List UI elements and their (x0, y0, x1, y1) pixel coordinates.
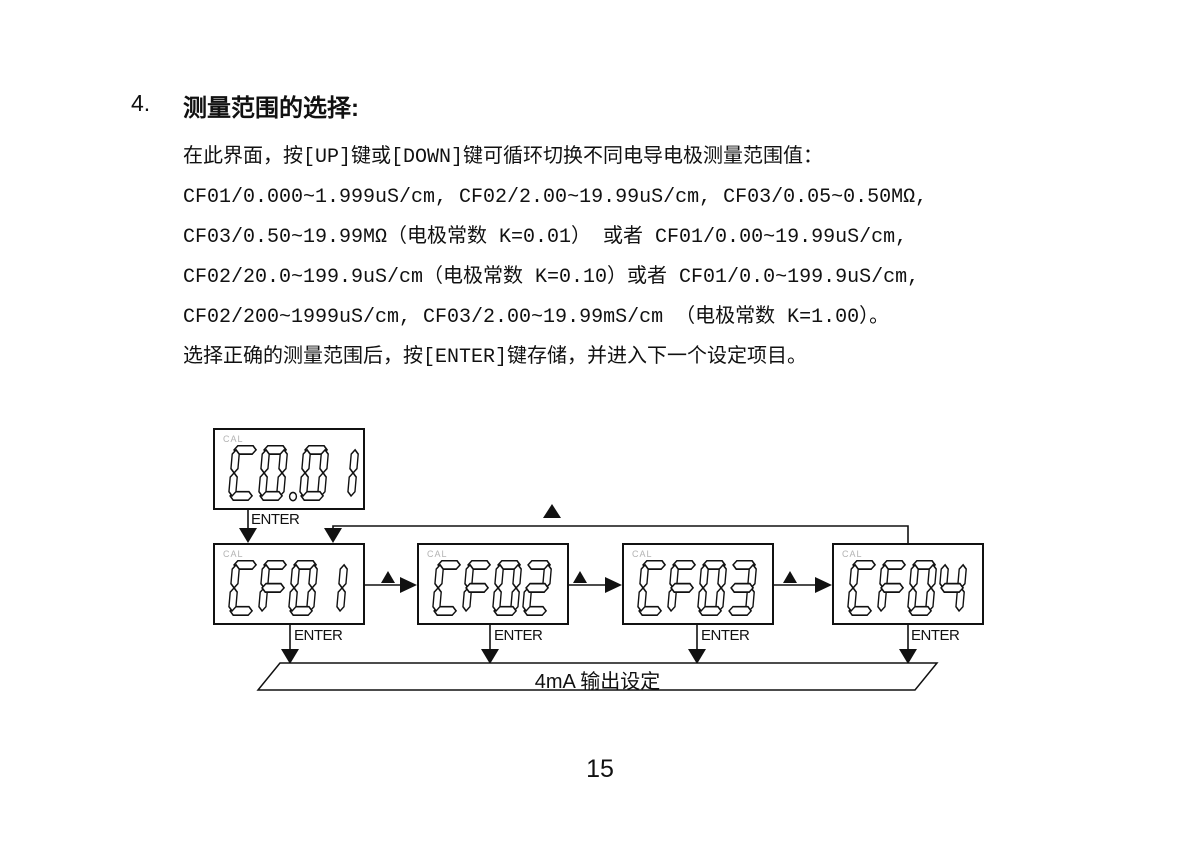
down-arrowhead (899, 649, 917, 664)
up-key-icon (381, 571, 395, 583)
cal-indicator: CAL (223, 434, 244, 444)
lcd-display-cf02: CAL (417, 543, 569, 625)
paragraph-line: CF02/20.0~199.9uS/cm（电极常数 K=0.10）或者 CF01… (183, 266, 920, 289)
seven-segment-value (635, 559, 757, 622)
section-title: 测量范围的选择: (183, 95, 359, 122)
paragraph-line: CF02/200~1999uS/cm, CF03/2.00~19.99mS/cm… (183, 306, 890, 329)
up-key-icon (783, 571, 797, 583)
lcd-display-cf01: CAL (213, 543, 365, 625)
right-arrowhead (400, 577, 417, 593)
enter-key-label: ENTER (494, 627, 543, 644)
cal-indicator: CAL (842, 549, 863, 559)
output-step-label: 4mA 输出设定 (534, 671, 661, 693)
down-arrowhead (281, 649, 299, 664)
down-arrowhead (481, 649, 499, 664)
right-arrowhead (815, 577, 832, 593)
lcd-display-cf03: CAL (622, 543, 774, 625)
page-number: 15 (586, 755, 614, 783)
enter-key-label: ENTER (701, 627, 750, 644)
paragraph-line: CF01/0.000~1.999uS/cm, CF02/2.00~19.99uS… (183, 186, 928, 209)
lcd-display-c001: CAL (213, 428, 365, 510)
paragraph-line: 在此界面，按[UP]键或[DOWN]键可循环切换不同电导电极测量范围值： (183, 146, 824, 169)
seven-segment-value (845, 559, 967, 622)
enter-key-label: ENTER (294, 627, 343, 644)
paragraph-line: CF03/0.50~19.99MΩ（电极常数 K=0.01） 或者 CF01/0… (183, 226, 908, 249)
right-arrowhead (605, 577, 622, 593)
cal-indicator: CAL (223, 549, 244, 559)
cal-indicator: CAL (427, 549, 448, 559)
enter-key-label: ENTER (911, 627, 960, 644)
connector-loop-cf04-to-cf01 (332, 525, 909, 543)
seven-segment-value (226, 444, 359, 507)
down-arrowhead (324, 528, 342, 543)
body-text: 在此界面，按[UP]键或[DOWN]键可循环切换不同电导电极测量范围值： CF0… (183, 138, 927, 378)
paragraph-line: 选择正确的测量范围后，按[ENTER]键存储，并进入下一个设定项目。 (183, 346, 808, 369)
section-number: 4. (131, 90, 151, 116)
up-key-icon (573, 571, 587, 583)
down-arrowhead (688, 649, 706, 664)
enter-key-label: ENTER (251, 511, 300, 528)
seven-segment-value (430, 559, 552, 622)
cal-indicator: CAL (632, 549, 653, 559)
up-key-icon (543, 504, 561, 518)
lcd-display-cf04: CAL (832, 543, 984, 625)
down-arrowhead (239, 528, 257, 543)
seven-segment-value (226, 559, 348, 622)
